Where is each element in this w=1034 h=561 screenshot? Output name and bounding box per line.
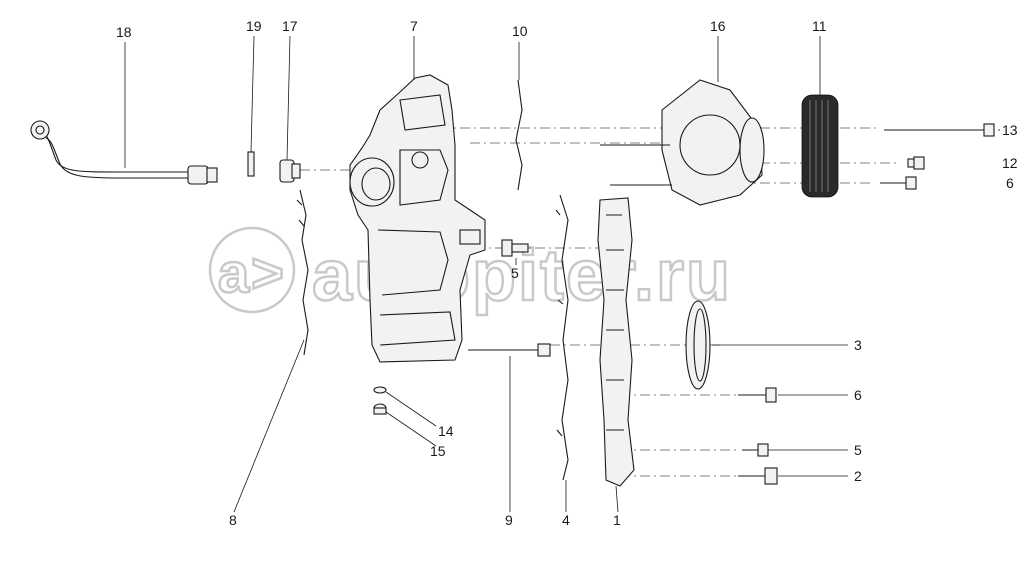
bolt-2 [738,467,778,485]
callout-14: 14 [438,423,454,439]
bolt-6-upper [880,176,917,190]
bolt-13 [884,123,995,137]
callout-6-lower: 6 [854,387,862,403]
bolt-5-lower [742,443,769,457]
callout-8: 8 [229,512,237,528]
leader-lines [124,35,1000,513]
pump-body [600,79,765,206]
gasket-left [296,189,309,356]
callout-6-upper: 6 [1006,175,1014,191]
callout-19: 19 [246,18,262,34]
bolt-6-lower [738,387,777,403]
callout-5-upper: 5 [511,265,519,281]
long-bolt [468,343,551,357]
callout-2: 2 [854,468,862,484]
callout-15: 15 [430,443,446,459]
callout-3: 3 [854,337,862,353]
housing [349,74,486,363]
callout-16: 16 [710,18,726,34]
callout-12: 12 [1002,155,1018,171]
callout-labels: 18 19 17 7 10 16 11 13 12 6 5 3 6 5 2 14… [116,18,1018,528]
pulley [801,94,839,198]
watermark-ring [208,226,296,314]
callout-9: 9 [505,512,513,528]
watermark-glyph: a> [218,241,286,304]
front-cover [597,197,635,487]
seal-ring [685,300,711,390]
bolt-upper-middle [501,239,529,257]
callout-5-lower: 5 [854,442,862,458]
seal-and-cap [373,386,387,415]
callout-1: 1 [613,512,621,528]
washer [247,151,255,177]
fitting [279,159,301,183]
gasket-upper [515,79,523,191]
callout-11: 11 [812,18,827,34]
callout-7: 7 [410,18,418,34]
callout-17: 17 [282,18,298,34]
gasket-large [555,194,569,481]
callout-4: 4 [562,512,570,528]
bolt-12 [907,156,925,170]
callout-10: 10 [512,23,528,39]
callout-13: 13 [1002,122,1018,138]
oil-pipe [30,120,218,185]
callout-18: 18 [116,24,132,40]
